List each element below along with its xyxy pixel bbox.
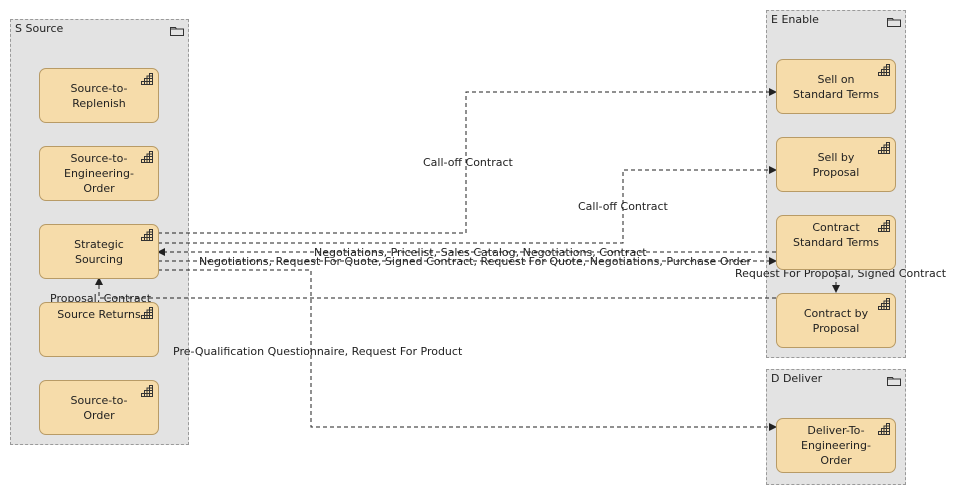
process-icon — [878, 142, 890, 154]
process-icon — [878, 64, 890, 76]
folder-icon — [170, 27, 184, 36]
group-title: S Source — [15, 22, 64, 35]
node-source-returns[interactable]: Source Returns — [39, 302, 159, 357]
node-source-to-order[interactable]: Source-to- Order — [39, 380, 159, 435]
node-label: Deliver-To- Engineering- Order — [801, 424, 871, 467]
edge-label-proposal-contract: Proposal, Contract — [50, 292, 152, 305]
process-icon — [878, 298, 890, 310]
edge-label-negotiations-rfq: Negotiations, Request For Quote, Signed … — [199, 255, 752, 268]
node-label: Contract Standard Terms — [793, 221, 879, 249]
edge-calloff-sell-proposal — [158, 166, 777, 244]
node-label: Contract by Proposal — [803, 306, 869, 335]
node-label: Source-to- Engineering- Order — [64, 152, 134, 195]
edge-label-negotiations-pricelist: Negotiations, Pricelist, Sales Catalog, … — [314, 246, 647, 259]
edge-label-calloff-1: Call-off Contract — [423, 156, 513, 169]
node-contract-standard-terms[interactable]: Contract Standard Terms — [776, 215, 896, 270]
node-label: Sell by Proposal — [812, 150, 860, 179]
node-source-to-replenish[interactable]: Source-to- Replenish — [39, 68, 159, 123]
edge-proposal-contract — [95, 277, 776, 299]
process-icon — [141, 385, 153, 397]
node-label: Source Returns — [57, 308, 141, 321]
process-icon — [141, 307, 153, 319]
process-icon — [141, 73, 153, 85]
node-strategic-sourcing[interactable]: Strategic Sourcing — [39, 224, 159, 279]
node-label: Source-to- Replenish — [70, 81, 128, 110]
node-sell-by-proposal[interactable]: Sell by Proposal — [776, 137, 896, 192]
folder-icon — [887, 18, 901, 27]
group-title: D Deliver — [771, 372, 823, 385]
node-label: Sell on Standard Terms — [793, 72, 879, 101]
process-icon — [141, 151, 153, 163]
process-icon — [141, 229, 153, 241]
edge-label-rfp-signed: Request For Proposal, Signed Contract — [735, 267, 947, 280]
edge-label-calloff-2: Call-off Contract — [578, 200, 668, 213]
folder-icon — [887, 377, 901, 386]
node-contract-by-proposal[interactable]: Contract by Proposal — [776, 293, 896, 348]
node-deliver-to-engineering-order[interactable]: Deliver-To- Engineering- Order — [776, 418, 896, 473]
process-icon — [878, 423, 890, 435]
group-title: E Enable — [771, 13, 819, 26]
node-source-to-engineering-order[interactable]: Source-to- Engineering- Order — [39, 146, 159, 201]
process-icon — [878, 220, 890, 232]
node-sell-on-standard-terms[interactable]: Sell on Standard Terms — [776, 59, 896, 114]
node-label: Strategic Sourcing — [74, 237, 124, 266]
edge-label-prequal: Pre-Qualification Questionnaire, Request… — [173, 345, 463, 358]
node-label: Source-to- Order — [70, 393, 128, 422]
